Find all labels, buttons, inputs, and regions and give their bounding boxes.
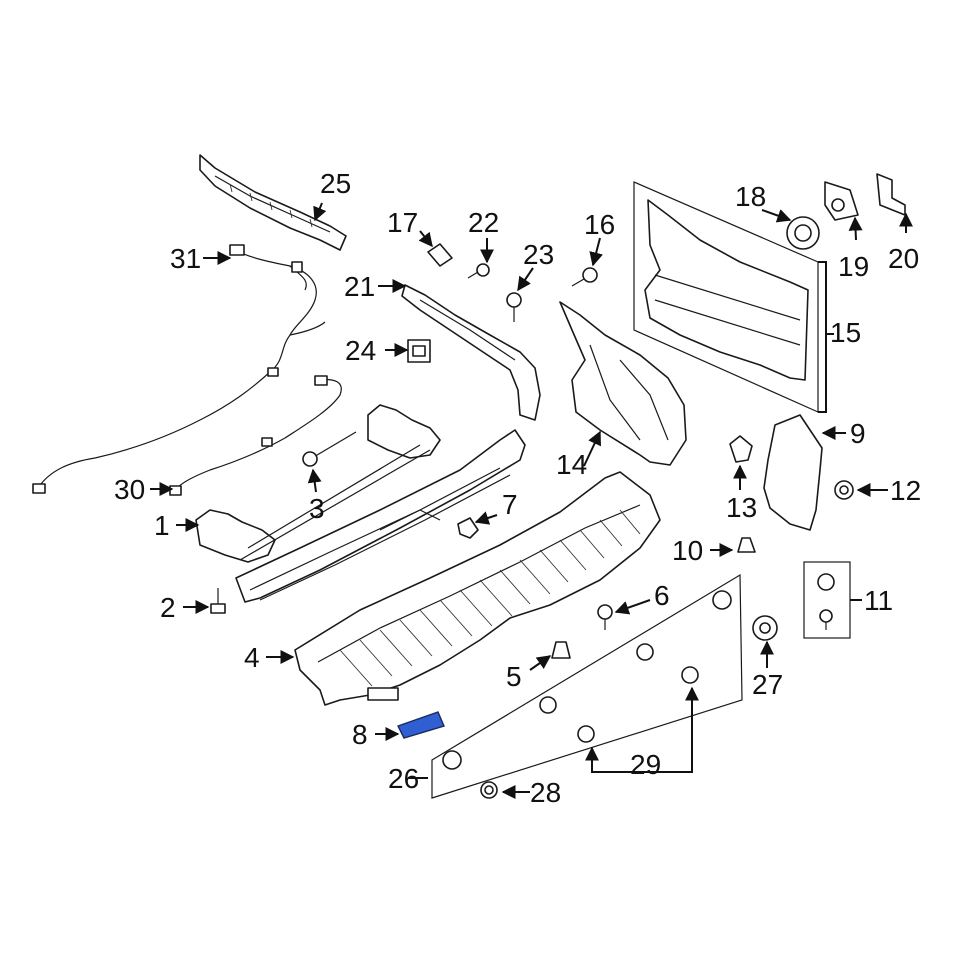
callout-20: 20: [888, 243, 919, 274]
callout-6: 6: [654, 580, 670, 611]
callout-29: 29: [630, 749, 661, 780]
callout-7: 7: [502, 489, 518, 520]
callout-19: 19: [838, 251, 869, 282]
part-29-sensor-group[interactable]: [539, 643, 699, 743]
part-9-side-cover[interactable]: [763, 414, 823, 531]
part-24-clip[interactable]: [407, 339, 431, 363]
part-3-bolt[interactable]: [302, 431, 357, 467]
callout-23: 23: [523, 239, 554, 270]
callout-24: 24: [345, 335, 376, 366]
part-10-pushpin[interactable]: [737, 537, 756, 553]
part-16-screw[interactable]: [571, 267, 598, 287]
part-13-clip[interactable]: [729, 435, 753, 463]
part-31-wiring-harness[interactable]: [32, 244, 326, 494]
callout-15: 15: [830, 317, 861, 348]
callout-2: 2: [160, 592, 176, 623]
part-28-sensor-ring[interactable]: [480, 781, 498, 799]
part-17-pushpin[interactable]: [427, 243, 453, 267]
part-1-reinforcement[interactable]: [195, 404, 441, 563]
callout-12: 12: [890, 475, 921, 506]
part-21-bracket[interactable]: [401, 284, 541, 421]
callout-17: 17: [387, 207, 418, 238]
callout-22: 22: [468, 207, 499, 238]
part-12-clip[interactable]: [834, 480, 854, 500]
part-6-screw[interactable]: [597, 604, 613, 630]
callout-16: 16: [584, 209, 615, 240]
callout-5: 5: [506, 661, 522, 692]
part-30-wiring-harness[interactable]: [169, 375, 342, 496]
callout-3: 3: [309, 493, 325, 524]
callout-26: 26: [388, 763, 419, 794]
callout-31: 31: [170, 243, 201, 274]
callout-9: 9: [850, 418, 866, 449]
part-26-sensor-bracket-frame[interactable]: [431, 573, 743, 799]
callout-10: 10: [672, 535, 703, 566]
callout-13: 13: [726, 492, 757, 523]
part-2-bolt[interactable]: [210, 588, 226, 614]
part-7-clip[interactable]: [457, 517, 479, 539]
part-23-bolt[interactable]: [506, 292, 522, 322]
part-27-grommet[interactable]: [752, 615, 778, 641]
callout-21: 21: [344, 271, 375, 302]
part-19-bracket[interactable]: [824, 181, 859, 221]
part-14-inner-panel[interactable]: [559, 301, 687, 466]
callout-28: 28: [530, 777, 561, 808]
callout-11: 11: [864, 585, 893, 616]
part-22-screw[interactable]: [467, 263, 490, 279]
part-18-grommet[interactable]: [786, 216, 820, 250]
part-20-bracket[interactable]: [876, 173, 906, 216]
bumper-cover[interactable]: [235, 429, 526, 603]
callout-30: 30: [114, 474, 145, 505]
part-8-highlighted-pad[interactable]: [397, 711, 445, 739]
callout-8: 8: [352, 719, 368, 750]
part-25-trim-strip[interactable]: [199, 154, 347, 251]
leader-lines: [150, 202, 913, 799]
callout-4: 4: [244, 642, 260, 673]
callout-14: 14: [556, 449, 587, 480]
callout-1: 1: [154, 510, 170, 541]
callout-18: 18: [735, 181, 766, 212]
callout-labels: 25 31 21 24 17 22 23 16 18 19 20 15 14 9…: [114, 168, 921, 808]
part-5-pushpin[interactable]: [551, 641, 571, 659]
callout-27: 27: [752, 669, 783, 700]
part-11-clip-set[interactable]: [803, 561, 851, 639]
callout-25: 25: [320, 168, 351, 199]
part-4-step-pad[interactable]: [294, 471, 661, 706]
